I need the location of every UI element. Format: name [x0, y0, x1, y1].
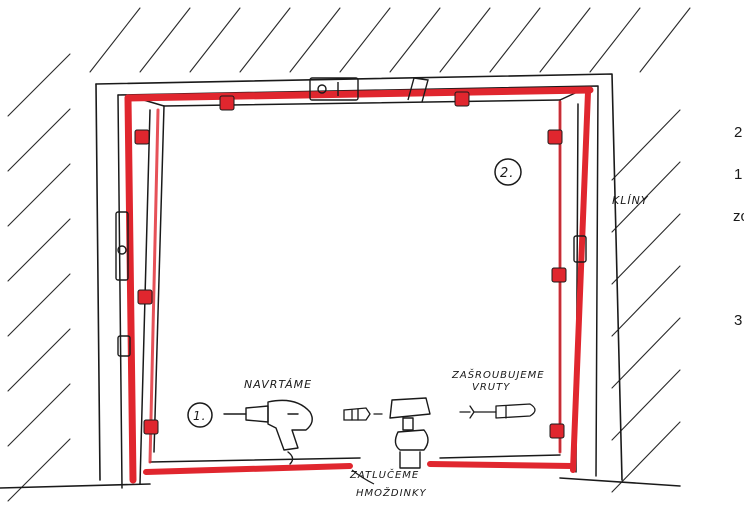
step-2-label: 2.	[500, 166, 514, 181]
step-1-label: 1.	[193, 409, 206, 423]
label-screw-in: ZAŠROUBUJEME	[451, 368, 545, 381]
wedges	[116, 78, 586, 356]
hatch-line	[440, 8, 490, 72]
label-drill: NAVRTÁME	[244, 378, 312, 391]
label-screws: VRUTY	[472, 382, 510, 393]
hatch-line	[640, 8, 690, 72]
wall-hatching	[8, 8, 690, 501]
hatch-line	[612, 266, 680, 336]
hatch-line	[8, 109, 70, 171]
hatch-line	[390, 8, 440, 72]
side-text-fragment: zc	[733, 208, 744, 225]
hatch-line	[90, 8, 140, 72]
hatch-line	[612, 214, 680, 284]
hatch-line	[612, 370, 680, 440]
hatch-line	[240, 8, 290, 72]
label-dowels: HMOŽDINKY	[356, 486, 427, 499]
hatch-line	[8, 54, 70, 116]
hatch-line	[540, 8, 590, 72]
side-text-fragment: 1	[734, 166, 742, 183]
hatch-line	[8, 439, 70, 501]
hatch-line	[8, 329, 70, 391]
hatch-line	[190, 8, 240, 72]
hatch-line	[590, 8, 640, 72]
hatch-line	[612, 110, 680, 180]
hatch-line	[612, 318, 680, 388]
side-text-fragment: 3	[734, 312, 742, 329]
label-hammer-in: ZATLUČEME	[349, 468, 419, 481]
hatch-line	[140, 8, 190, 72]
door-frame	[118, 86, 598, 488]
hatch-line	[490, 8, 540, 72]
label-wedges: KLÍNY	[612, 194, 649, 207]
dowel-icon	[344, 408, 382, 420]
hatch-line	[290, 8, 340, 72]
side-text-fragment: 2	[734, 124, 742, 141]
hatch-line	[8, 274, 70, 336]
hatch-line	[340, 8, 390, 72]
drill-icon	[224, 400, 312, 464]
screwdriver-icon	[460, 404, 535, 418]
hatch-line	[8, 219, 70, 281]
hammer-icon	[390, 398, 430, 468]
hatch-line	[8, 164, 70, 226]
hatch-line	[8, 384, 70, 446]
